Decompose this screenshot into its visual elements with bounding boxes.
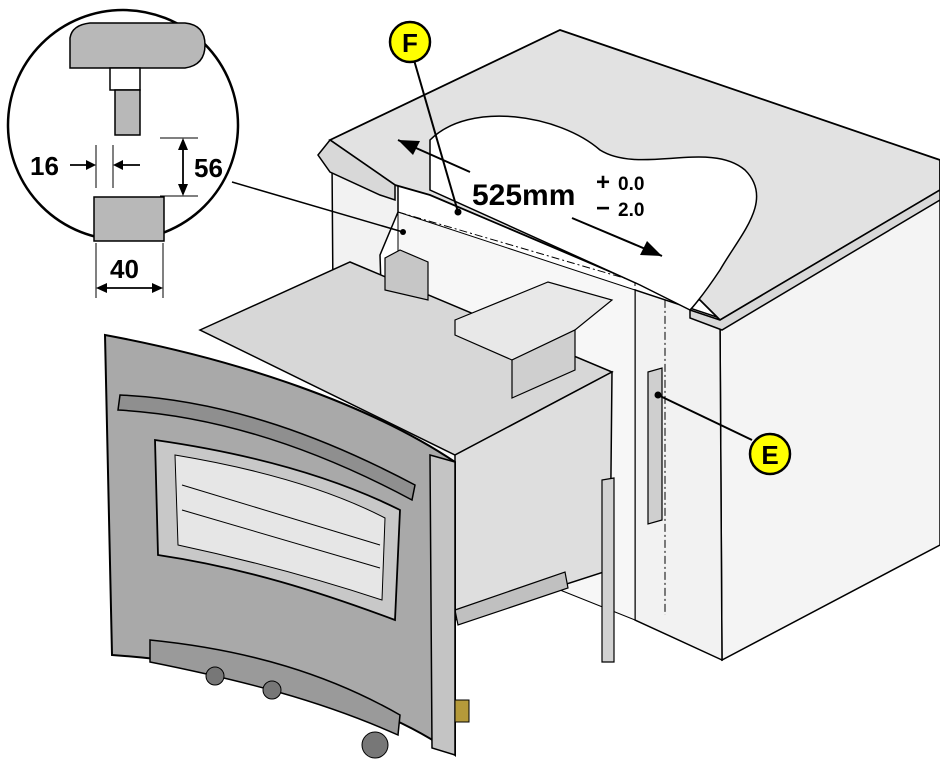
- control-knob-left: [205, 666, 225, 686]
- detail-dim-40: 40: [110, 254, 139, 284]
- rear-spacer: [384, 249, 429, 301]
- detail-leader: [231, 181, 404, 233]
- detail-strip-lower: [114, 89, 141, 136]
- fixing-strip-e: [647, 367, 663, 525]
- detail-dim-16: 16: [30, 151, 59, 181]
- telescopic-runner: [454, 571, 569, 626]
- tolerance-plus: 0.0: [618, 174, 644, 195]
- callout-f-badge: [388, 20, 432, 64]
- callout-f-letter: F: [402, 28, 418, 58]
- oven-window-inner: [174, 454, 386, 601]
- oven-side-trim: [429, 454, 456, 757]
- countertop-cutout: [429, 115, 758, 311]
- opening-width-dimension: 525mm + 0.0 − 2.0: [397, 139, 663, 257]
- top-bracket-side: [511, 329, 576, 399]
- gas-connector: [454, 699, 470, 723]
- opening-width-value: 525mm: [472, 179, 575, 212]
- callout-e-badge: [748, 432, 792, 476]
- detail-block: [93, 196, 165, 242]
- detail-dim-56: 56: [194, 153, 223, 183]
- door-handle: [117, 394, 416, 502]
- callout-e: E: [654, 391, 792, 476]
- countertop: [317, 29, 940, 331]
- callout-f: F: [388, 20, 462, 216]
- tolerance-minus-sign: −: [596, 195, 610, 222]
- detail-magnifier: 16 56: [6, 8, 240, 242]
- tolerance-minus: 2.0: [618, 200, 644, 221]
- control-knob-right: [361, 731, 389, 759]
- oven: [103, 249, 615, 759]
- detail-strip: [109, 67, 141, 91]
- callout-e-letter: E: [761, 440, 778, 470]
- tolerance-plus-sign: +: [596, 169, 610, 196]
- countertop-front-edge: [317, 138, 396, 202]
- side-bracket: [601, 477, 615, 663]
- countertop-front-edge-right: [689, 189, 940, 331]
- detail-dim-40-group: 40: [95, 243, 164, 298]
- detail-countertop: [69, 22, 206, 69]
- control-knob-middle: [262, 680, 282, 700]
